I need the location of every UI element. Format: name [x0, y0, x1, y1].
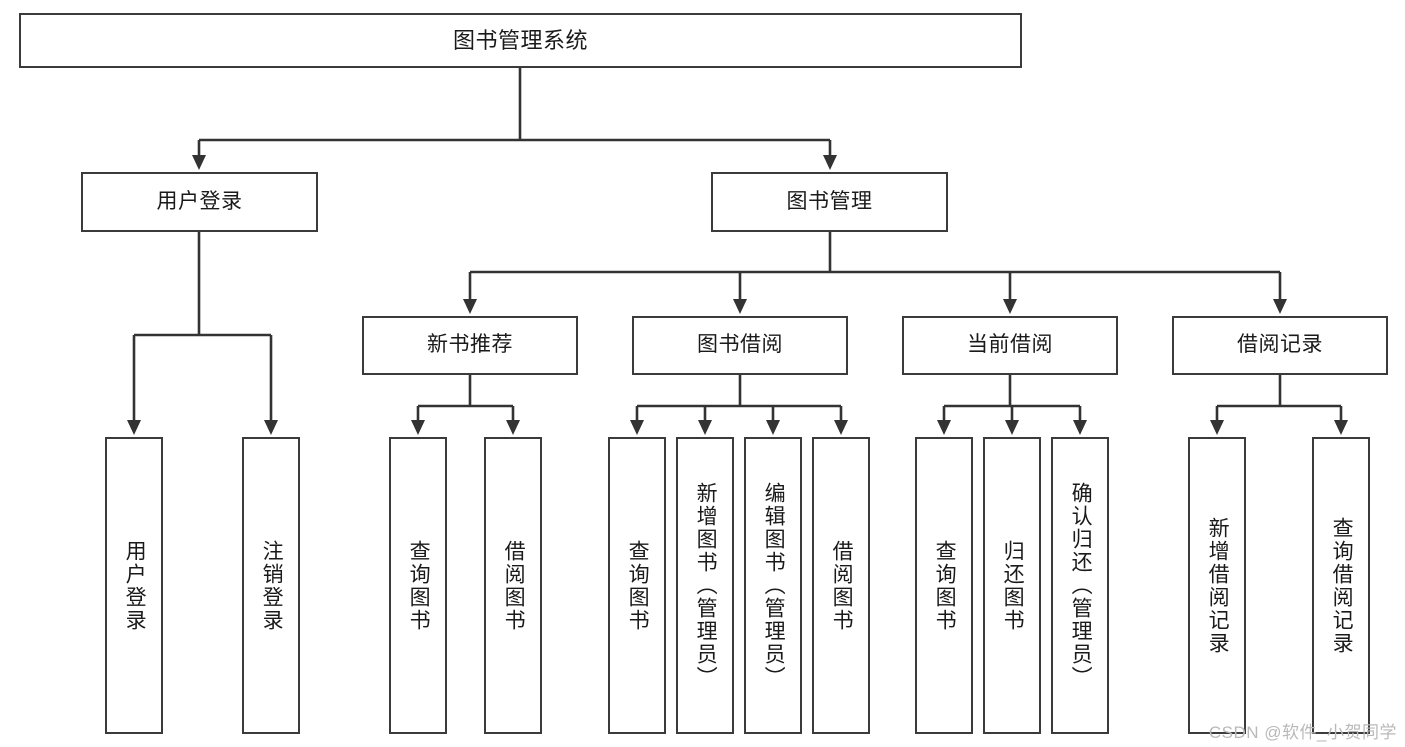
connector-root-to-level2: [192, 67, 837, 170]
arrowhead: [1210, 420, 1224, 435]
node-label-new-book-recommend: 新书推荐: [427, 333, 513, 357]
node-label-book-management: 图书管理: [786, 189, 873, 213]
node-label-leaf-edit-book: 编辑图书（管理员）: [762, 482, 786, 689]
node-user-login[interactable]: 用户登录: [81, 172, 318, 232]
node-leaf-logout[interactable]: 注销登录: [242, 437, 300, 734]
arrowhead: [823, 155, 837, 170]
node-label-leaf-add-borrow-record: 新增借阅记录: [1206, 516, 1230, 655]
node-current-borrow[interactable]: 当前借阅: [902, 316, 1118, 375]
arrowhead: [192, 155, 206, 170]
node-label-leaf-confirm-return: 确认归还（管理员）: [1069, 482, 1093, 689]
node-label-user-login: 用户登录: [156, 189, 243, 213]
node-root[interactable]: 图书管理系统: [19, 13, 1022, 68]
arrowhead: [698, 420, 712, 435]
node-label-leaf-borrow-book-1: 借阅图书: [502, 539, 526, 632]
node-leaf-user-login[interactable]: 用户登录: [105, 437, 163, 734]
arrowhead: [1073, 420, 1087, 435]
node-label-leaf-query-book-3: 查询图书: [933, 539, 957, 632]
node-label-leaf-add-book: 新增图书（管理员）: [694, 482, 718, 689]
arrowhead: [411, 420, 425, 435]
node-leaf-edit-book[interactable]: 编辑图书（管理员）: [744, 437, 802, 734]
connector-bookmgmt-to-level3: [463, 232, 1287, 314]
node-leaf-query-book-3[interactable]: 查询图书: [915, 437, 973, 734]
node-book-management[interactable]: 图书管理: [711, 172, 948, 232]
node-label-leaf-query-book-1: 查询图书: [407, 539, 431, 632]
node-leaf-add-book[interactable]: 新增图书（管理员）: [676, 437, 734, 734]
node-label-book-borrow: 图书借阅: [697, 333, 783, 357]
arrowhead: [1003, 299, 1017, 314]
node-leaf-add-borrow-record[interactable]: 新增借阅记录: [1188, 437, 1246, 734]
node-label-leaf-query-book-2: 查询图书: [626, 539, 650, 632]
node-leaf-confirm-return[interactable]: 确认归还（管理员）: [1051, 437, 1109, 734]
arrowhead: [264, 420, 278, 435]
node-label-leaf-borrow-book-2: 借阅图书: [830, 539, 854, 632]
node-leaf-query-borrow-record[interactable]: 查询借阅记录: [1312, 437, 1370, 734]
node-label-root: 图书管理系统: [452, 27, 588, 53]
node-book-borrow[interactable]: 图书借阅: [632, 316, 848, 375]
connector-newbook-to-leaves: [411, 375, 520, 435]
arrowhead: [1334, 420, 1348, 435]
node-label-leaf-return-book: 归还图书: [1001, 539, 1025, 632]
node-borrow-record[interactable]: 借阅记录: [1172, 316, 1388, 375]
arrowhead: [733, 299, 747, 314]
node-label-leaf-user-login: 用户登录: [123, 539, 147, 632]
arrowhead: [1005, 420, 1019, 435]
arrowhead: [937, 420, 951, 435]
arrowhead: [506, 420, 520, 435]
node-leaf-query-book-1[interactable]: 查询图书: [389, 437, 447, 734]
arrowhead: [766, 420, 780, 435]
connector-userlogin-to-leaves: [127, 232, 278, 435]
node-leaf-borrow-book-1[interactable]: 借阅图书: [484, 437, 542, 734]
arrowhead: [834, 420, 848, 435]
node-leaf-query-book-2[interactable]: 查询图书: [608, 437, 666, 734]
arrowhead: [1273, 299, 1287, 314]
node-label-borrow-record: 借阅记录: [1237, 333, 1323, 357]
arrowhead: [463, 299, 477, 314]
connector-borrowrecord-to-leaves: [1210, 375, 1348, 435]
connector-bookborrow-to-leaves: [630, 375, 848, 435]
arrowhead: [127, 420, 141, 435]
watermark-text: CSDN @软件_小贺同学: [1208, 723, 1397, 742]
node-new-book-recommend[interactable]: 新书推荐: [362, 316, 578, 375]
node-label-leaf-query-borrow-record: 查询借阅记录: [1330, 516, 1354, 655]
node-leaf-borrow-book-2[interactable]: 借阅图书: [812, 437, 870, 734]
node-label-current-borrow: 当前借阅: [967, 333, 1053, 357]
connector-currentborrow-to-leaves: [937, 375, 1087, 435]
arrowhead: [630, 420, 644, 435]
node-leaf-return-book[interactable]: 归还图书: [983, 437, 1041, 734]
node-label-leaf-logout: 注销登录: [260, 539, 284, 632]
